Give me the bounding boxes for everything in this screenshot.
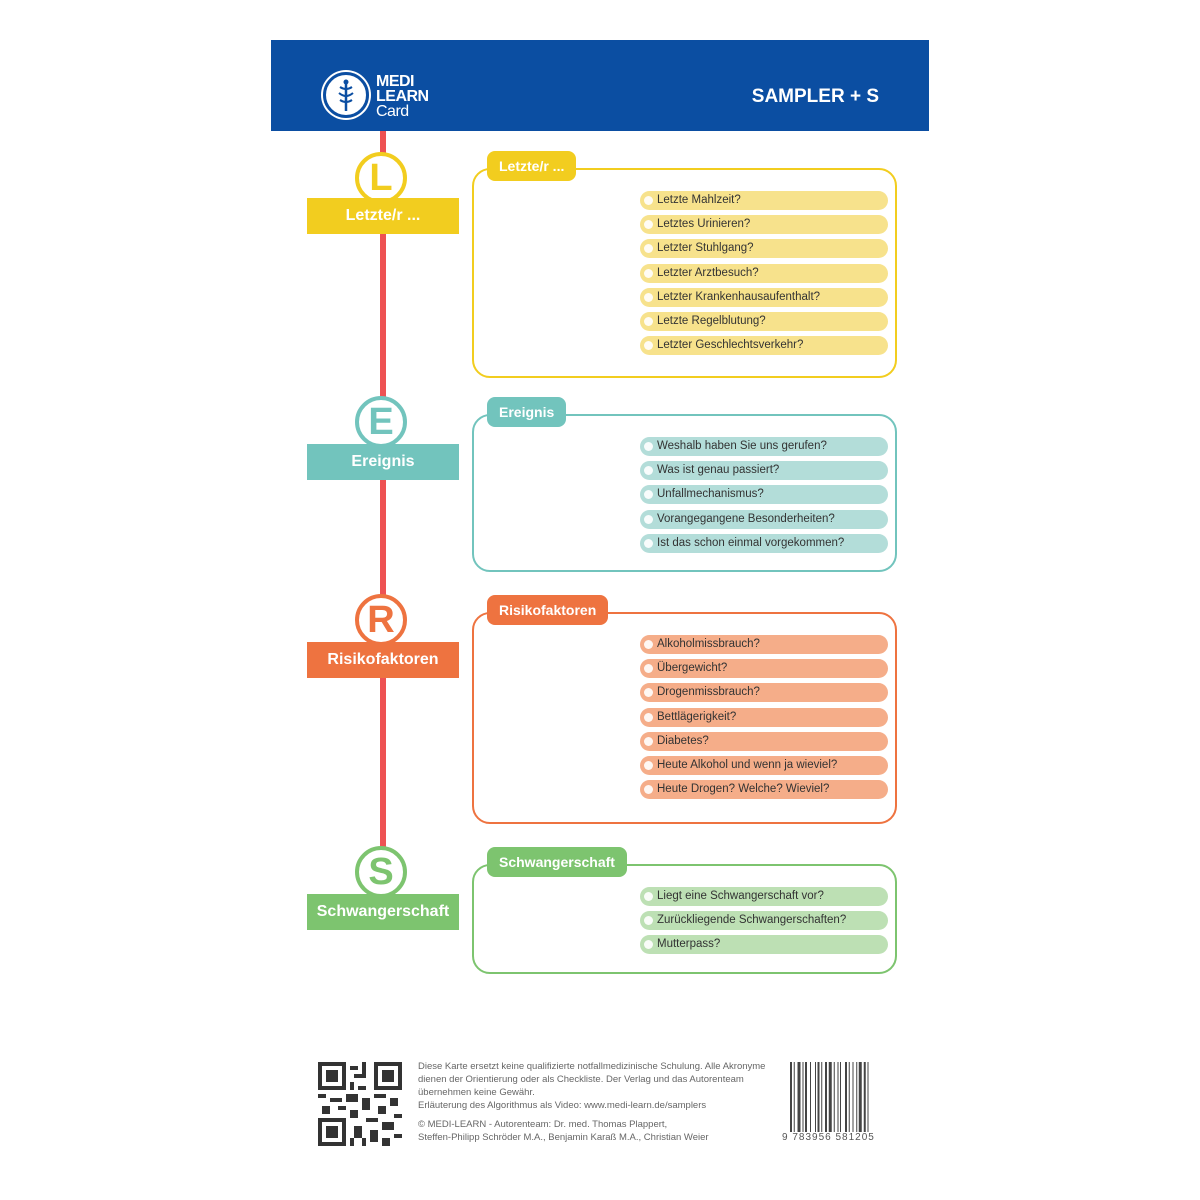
logo-line-2: LEARN: [376, 88, 429, 105]
section-label-e: Ereignis: [307, 444, 459, 480]
section-tag-e: Ereignis: [487, 397, 567, 427]
checklist-item: Weshalb haben Sie uns gerufen?: [640, 437, 888, 456]
checklist-item: Letztes Urinieren?: [640, 215, 888, 235]
checklist-item: Letzter Krankenhausaufenthalt?: [640, 287, 888, 307]
logo-line-1: MEDI: [376, 73, 414, 90]
footer-disclaimer: Diese Karte ersetzt keine qualifizierte …: [418, 1060, 778, 1144]
checklist-item: Heute Drogen? Welche? Wieviel?: [640, 780, 888, 800]
logo-line-3: Card: [376, 103, 409, 120]
checklist-item: Letzter Arztbesuch?: [640, 263, 888, 283]
qr-code-icon[interactable]: [318, 1062, 402, 1146]
letter-circle-e: E: [355, 396, 407, 448]
logo-wordmark: MEDI LEARN Card: [376, 73, 429, 120]
copyright-line-1: © MEDI-LEARN - Autorenteam: Dr. med. Tho…: [418, 1119, 668, 1130]
checklist-item: Unfallmechanismus?: [640, 485, 888, 505]
checklist-item: Alkoholmissbrauch?: [640, 635, 888, 654]
section-label-r: Risikofaktoren: [307, 642, 459, 678]
letter-circle-l: L: [355, 152, 407, 204]
caduceus-logo-icon: [323, 72, 369, 118]
checklist-item: Bettlägerigkeit?: [640, 707, 888, 727]
checklist-item: Übergewicht?: [640, 659, 888, 679]
video-link[interactable]: Erläuterung des Algorithmus als Video: w…: [418, 1100, 707, 1111]
section-tag-l: Letzte/r ...: [487, 151, 577, 181]
card-title: SAMPLER + S: [751, 86, 879, 107]
checklist-item: Letzter Stuhlgang?: [640, 239, 888, 259]
card-header: MEDI LEARN Card SAMPLER + S: [271, 40, 929, 131]
section-label-l: Letzte/r ...: [307, 198, 459, 234]
letter-circle-s: S: [355, 846, 407, 898]
checklist-item: Heute Alkohol und wenn ja wieviel?: [640, 756, 888, 775]
timeline-line: [380, 131, 386, 871]
letter-circle-r: R: [355, 594, 407, 646]
checklist-item: Drogenmissbrauch?: [640, 683, 888, 703]
checklist-item: Letzte Mahlzeit?: [640, 191, 888, 210]
checklist-item: Liegt eine Schwangerschaft vor?: [640, 887, 888, 906]
checklist-item: Ist das schon einmal vorgekommen?: [640, 533, 888, 553]
copyright-line-2: Steffen-Philipp Schröder M.A., Benjamin …: [418, 1132, 709, 1143]
checklist-item: Vorangegangene Besonderheiten?: [640, 509, 888, 529]
disclaimer-text: Diese Karte ersetzt keine qualifizierte …: [418, 1061, 766, 1098]
section-tag-s: Schwangerschaft: [487, 847, 627, 877]
section-tag-r: Risikofaktoren: [487, 595, 609, 625]
checklist-item: Mutterpass?: [640, 935, 888, 955]
checklist-item: Was ist genau passiert?: [640, 461, 888, 481]
barcode-number: 9 783956 581205: [782, 1132, 875, 1143]
checklist-item: Letzter Geschlechtsverkehr?: [640, 336, 888, 356]
section-label-s: Schwangerschaft: [307, 894, 459, 930]
barcode-icon: [790, 1062, 869, 1132]
checklist-item: Zurückliegende Schwangerschaften?: [640, 911, 888, 931]
checklist-item: Letzte Regelblutung?: [640, 312, 888, 331]
checklist-item: Diabetes?: [640, 731, 888, 751]
